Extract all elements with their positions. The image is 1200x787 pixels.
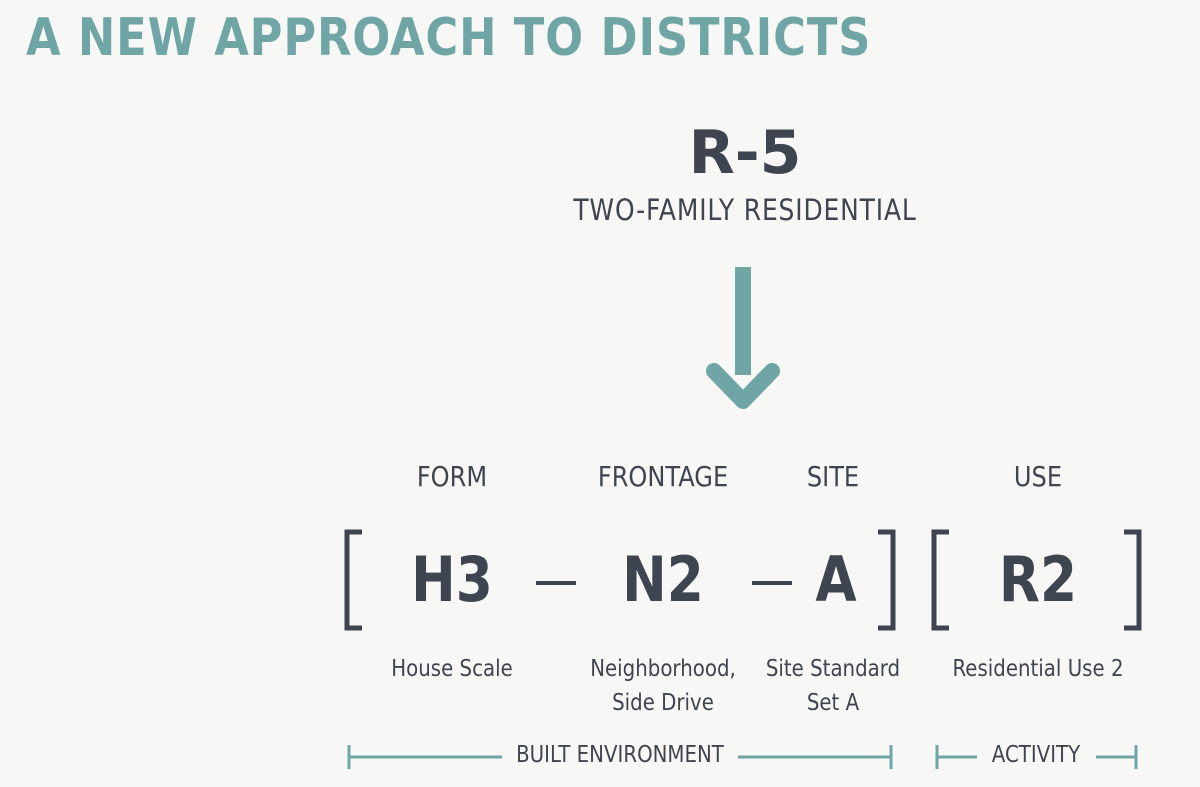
activity-label: ACTIVITY [991, 742, 1081, 768]
left-bracket-open [344, 529, 362, 631]
frontage-label: FRONTAGE [597, 460, 729, 493]
district-code: R-5 [688, 118, 802, 188]
site-description: Site Standard Set A [765, 656, 901, 716]
site-code: A [815, 543, 857, 616]
built-environment-label: BUILT ENVIRONMENT [516, 742, 724, 768]
right-bracket-close [1124, 529, 1142, 631]
form-code: H3 [411, 543, 493, 616]
frontage-code: N2 [622, 543, 704, 616]
site-label: SITE [806, 460, 860, 493]
use-label: USE [1013, 460, 1063, 493]
form-label: FORM [416, 460, 488, 493]
district-name: TWO-FAMILY RESIDENTIAL [573, 193, 917, 227]
left-bracket-close [878, 529, 896, 631]
right-bracket-open [931, 529, 949, 631]
use-description: Residential Use 2 [952, 656, 1124, 682]
slide-title: A NEW APPROACH TO DISTRICTS [26, 8, 872, 68]
use-code: R2 [998, 543, 1078, 616]
form-description: House Scale [391, 656, 513, 682]
frontage-description: Neighborhood, Side Drive [590, 656, 736, 716]
